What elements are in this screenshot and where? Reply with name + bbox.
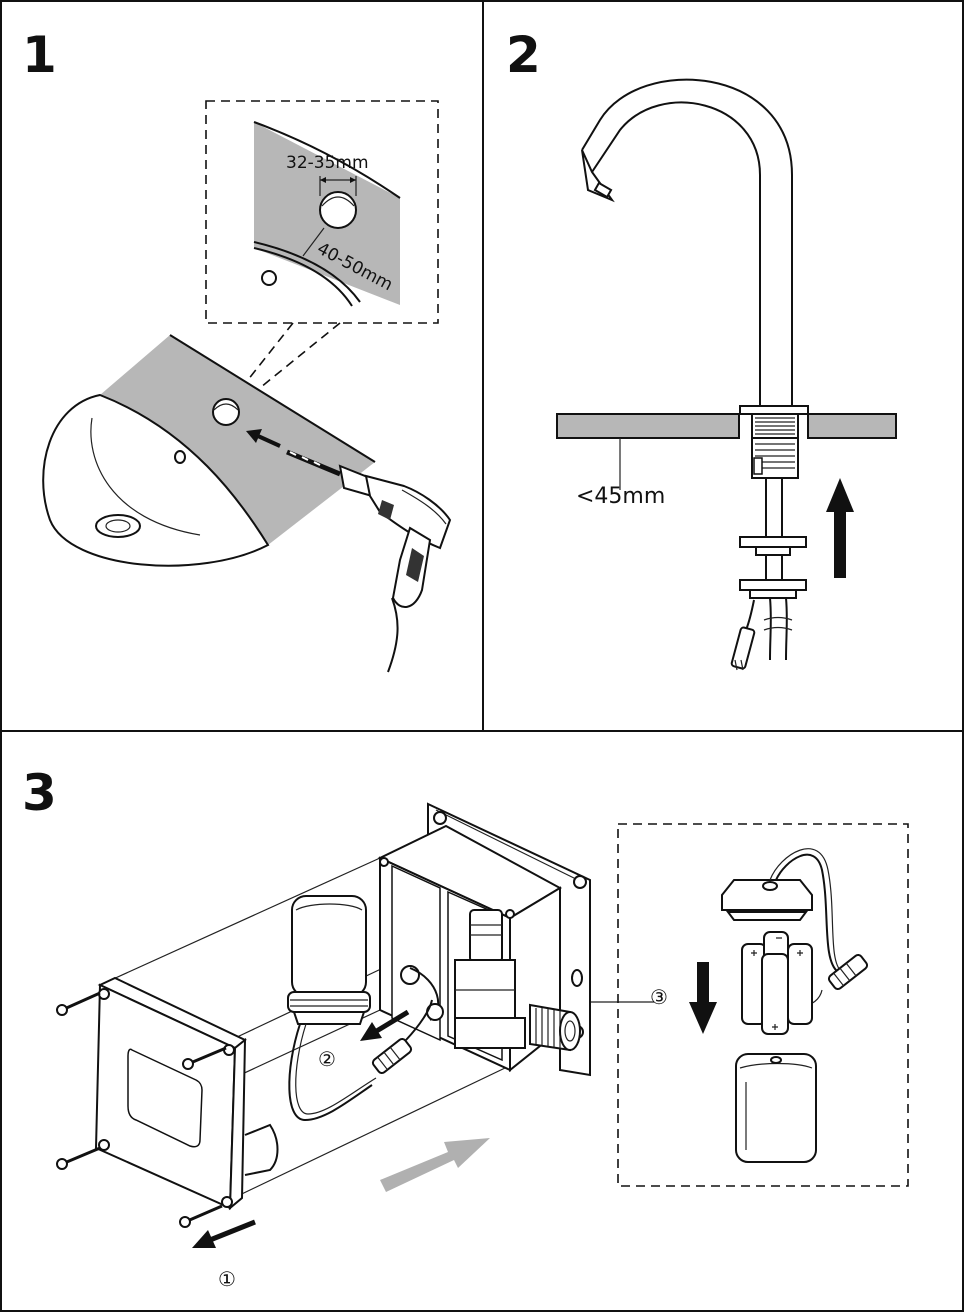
inner-connector xyxy=(400,965,444,1021)
panel-step-1: 1 32-35mm 40-50mm xyxy=(22,26,452,673)
step-3-number: 3 xyxy=(22,764,57,822)
step-2-number: 2 xyxy=(506,26,541,84)
callout-2: ② xyxy=(318,1047,336,1071)
hole-detail-inset: 32-35mm 40-50mm xyxy=(205,100,439,324)
battery-pack-inset xyxy=(617,823,909,1187)
countertop xyxy=(556,413,897,439)
panel-step-3: 3 xyxy=(22,764,909,1291)
threaded-inlet xyxy=(529,1003,581,1052)
arrow-down-icon xyxy=(689,962,717,1034)
hole-diameter-label: 32-35mm xyxy=(286,153,369,173)
arrow-left-icon xyxy=(246,429,281,448)
arrow-left-icon xyxy=(360,1009,410,1041)
drill-icon xyxy=(286,449,452,673)
battery-box xyxy=(287,895,371,1025)
solenoid-valve xyxy=(454,909,526,1049)
callout-3: ③ xyxy=(650,985,668,1009)
faucet xyxy=(581,78,793,405)
step-1-number: 1 xyxy=(22,26,57,84)
sink-basin xyxy=(42,393,270,567)
arrow-right-icon xyxy=(380,1138,490,1192)
arrow-up-icon xyxy=(826,478,854,578)
panel-step-2: 2 <4 xyxy=(506,26,897,671)
arrow-left-icon xyxy=(192,1219,256,1248)
front-cover xyxy=(94,976,279,1211)
screws xyxy=(56,991,227,1228)
counter-thickness-label: <45mm xyxy=(576,484,665,509)
callout-1: ① xyxy=(218,1267,236,1291)
